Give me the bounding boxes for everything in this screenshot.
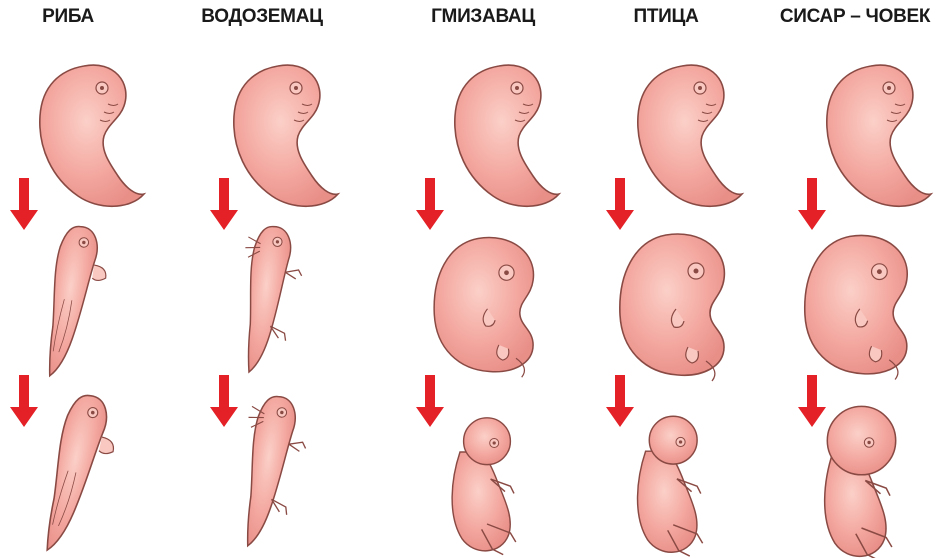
embryo-stage1-col3 — [638, 65, 742, 206]
embryo-stage3-fish — [38, 392, 123, 558]
embryo-stage2-fish — [41, 224, 112, 382]
embryo-stage2-mammal — [805, 235, 907, 379]
down-arrow-icon — [416, 375, 444, 427]
down-arrow-icon — [798, 178, 826, 230]
embryo-stage1-col2 — [455, 65, 559, 206]
down-arrow-icon — [210, 375, 238, 427]
embryo-stage1-col4 — [827, 65, 931, 206]
embryo-stage2-bird — [620, 234, 725, 381]
down-arrow-icon — [606, 375, 634, 427]
embryo-stage3-reptile — [452, 418, 516, 555]
embryo-stage3-human — [825, 406, 896, 558]
embryo-stage1-col0 — [40, 65, 144, 206]
down-arrow-icon — [10, 178, 38, 230]
down-arrow-icon — [416, 178, 444, 230]
embryo-stage1-col1 — [234, 65, 338, 206]
down-arrow-icon — [798, 375, 826, 427]
down-arrow-icon — [210, 178, 238, 230]
embryo-stage2-amphibian — [232, 224, 306, 377]
down-arrow-icon — [606, 178, 634, 230]
embryo-stage3-bird — [638, 416, 703, 556]
down-arrow-icon — [10, 375, 38, 427]
embryo-stage3-amphibian — [231, 393, 312, 552]
embryo-stage2-reptile — [434, 238, 533, 378]
